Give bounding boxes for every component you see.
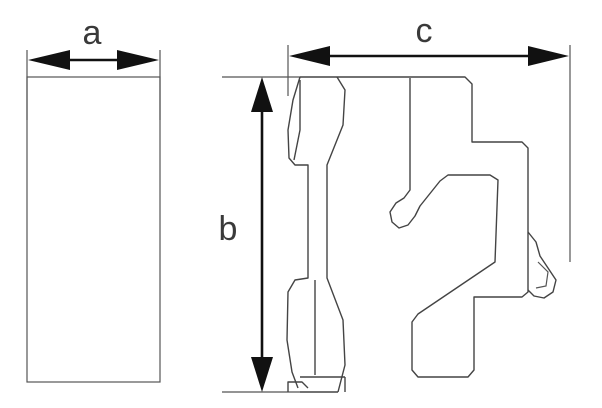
- terminal-screw-inner: [535, 261, 549, 289]
- front-view: [26, 50, 161, 383]
- bottom-clip-foot: [287, 381, 309, 392]
- dimension-b-arrow-bottom: [251, 357, 273, 392]
- top-clip-inner: [293, 80, 301, 161]
- dimension-b-label: b: [219, 210, 238, 248]
- dimension-a-arrow-left: [28, 50, 70, 70]
- dimension-a-arrow-right: [117, 50, 159, 70]
- front-view-outline: [26, 76, 161, 383]
- dimension-c-arrow-left: [289, 46, 330, 66]
- dimension-b: b: [219, 77, 273, 392]
- top-latch-profile: [286, 76, 309, 389]
- dimension-a-label: a: [83, 14, 102, 52]
- dimension-a: a: [28, 14, 159, 70]
- breaker-side-outline: [300, 76, 529, 378]
- bottom-bracket: [300, 376, 346, 392]
- side-view: [222, 45, 571, 393]
- dimension-c: c: [289, 12, 569, 66]
- dimension-c-arrow-right: [528, 46, 569, 66]
- dimension-b-arrow-top: [251, 77, 273, 112]
- dimension-c-label: c: [416, 12, 433, 50]
- top-shoulder: [326, 76, 346, 393]
- terminal-screw-profile: [527, 231, 557, 299]
